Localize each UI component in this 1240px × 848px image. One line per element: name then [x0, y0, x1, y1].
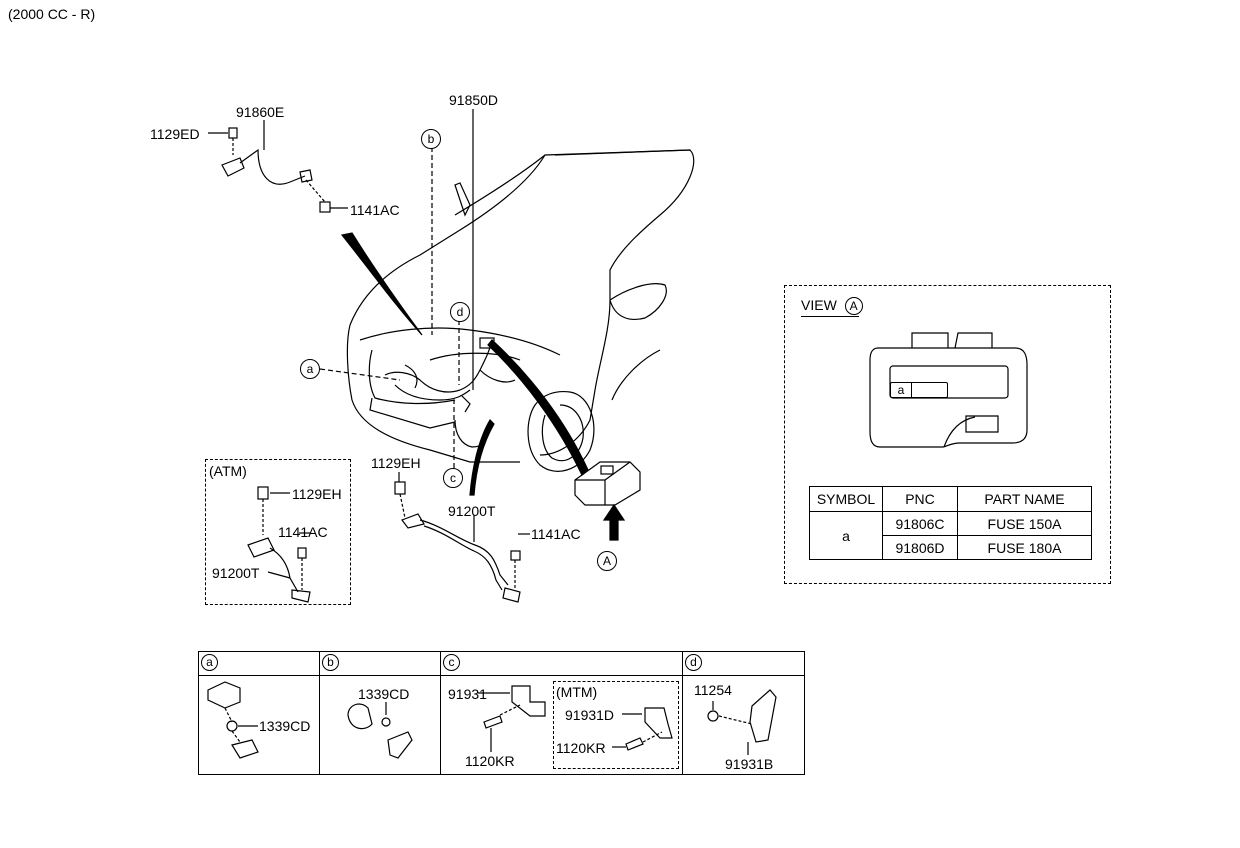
callout-1129EH-mid: 1129EH [371, 455, 421, 471]
fuse-slot-a: a [890, 382, 948, 398]
mtm-title: (MTM) [556, 684, 598, 700]
marker-d: d [450, 302, 470, 322]
callout-91850D: 91850D [449, 92, 499, 108]
detail-a-art [207, 681, 259, 759]
callout-91860E: 91860E [236, 104, 285, 120]
callout-1141AC-atm: 1141AC [278, 524, 328, 540]
atm-title: (ATM) [209, 463, 247, 479]
legend-part-name-row2: FUSE 180A [957, 535, 1092, 560]
atm-battery-cable [247, 486, 311, 603]
fuse-legend-table: SYMBOL PNC PART NAME a 91806C FUSE 150A … [809, 486, 1092, 560]
detail-c-mtm-part-1120KR: 1120KR [556, 740, 606, 756]
detail-b-art [347, 702, 413, 759]
callout-1129EH-atm: 1129EH [292, 486, 342, 502]
view-a-marker: A [844, 297, 863, 315]
legend-pnc-row1: 91806C [882, 511, 958, 536]
legend-header-part-name: PART NAME [957, 486, 1092, 512]
legend-pnc-row2: 91806D [882, 535, 958, 560]
legend-header-pnc: PNC [882, 486, 958, 512]
ground-cable-91860E [208, 120, 348, 213]
callout-1141AC-top: 1141AC [350, 202, 400, 218]
detail-d-part-91931B: 91931B [725, 756, 774, 772]
callout-1141AC-mid: 1141AC [531, 526, 581, 542]
marker-view-a: A [597, 551, 617, 571]
legend-header-symbol: SYMBOL [809, 486, 883, 512]
detail-divider [319, 652, 320, 774]
callout-1129ED: 1129ED [150, 126, 200, 142]
detail-b-part-1339CD: 1339CD [358, 686, 410, 702]
vehicle-outline [346, 149, 695, 472]
view-a-heading: VIEW A [801, 297, 863, 317]
detail-c-mtm-part-91931D: 91931D [565, 707, 615, 723]
marker-b: b [421, 129, 441, 149]
variant-title: (2000 CC - R) [8, 6, 96, 22]
detail-d-art [707, 689, 777, 755]
detail-header-c: c [443, 654, 460, 671]
marker-a: a [300, 359, 320, 379]
detail-c-art [478, 685, 673, 752]
detail-grid [198, 651, 805, 775]
detail-a-part-1339CD: 1339CD [259, 718, 311, 734]
battery-cable-91200T [394, 472, 530, 603]
detail-header-d: d [685, 654, 702, 671]
atm-box [205, 459, 351, 605]
detail-d-part-11254: 11254 [694, 682, 732, 698]
detail-c-part-91931: 91931 [448, 686, 487, 702]
view-a-title: VIEW [801, 297, 837, 313]
view-a-box [784, 285, 1111, 584]
detail-divider [682, 652, 683, 774]
detail-header-b: b [322, 654, 339, 671]
detail-grid-header-line [199, 675, 804, 676]
callout-91200T-mid: 91200T [448, 503, 496, 519]
callout-91200T-atm: 91200T [212, 565, 260, 581]
mtm-box [553, 681, 679, 769]
fuse-slot-a-label: a [891, 383, 912, 397]
detail-header-a: a [201, 654, 218, 671]
fuse-box-assembly [574, 461, 641, 506]
legend-part-name-row1: FUSE 150A [957, 511, 1092, 536]
legend-symbol-a: a [809, 511, 883, 560]
detail-divider [440, 652, 441, 774]
marker-c: c [443, 468, 463, 488]
detail-c-part-1120KR: 1120KR [465, 753, 515, 769]
